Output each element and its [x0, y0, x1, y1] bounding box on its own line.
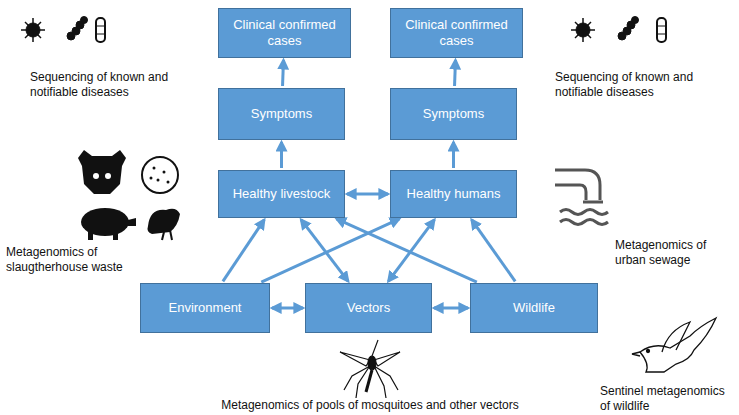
mosquito-icon: [340, 340, 400, 398]
process-box: Clinical confirmed cases: [390, 8, 523, 58]
connector-arrow: [347, 193, 388, 196]
node-text: Symptoms: [245, 106, 318, 122]
process-box: Healthy humans: [390, 170, 517, 218]
connector-arrow: [434, 307, 468, 310]
connector-arrow: [453, 60, 457, 86]
node-text: Wildlife: [507, 300, 561, 316]
connector-arrow: [388, 220, 434, 282]
connector-arrow: [261, 219, 399, 282]
node-text: Clinical confirmed cases: [219, 17, 350, 48]
process-box: Healthy livestock: [218, 170, 345, 218]
process-box: Vectors: [305, 283, 432, 333]
bird-icon: [632, 318, 716, 372]
process-box: Environment: [140, 283, 270, 333]
process-box: Symptoms: [218, 88, 345, 140]
connector-arrow: [272, 307, 303, 310]
node-text: Healthy livestock: [227, 186, 337, 202]
process-box: Wildlife: [470, 283, 598, 333]
annotation-label: Sequencing of known and notifiable disea…: [30, 70, 180, 100]
connector-arrow: [223, 220, 264, 282]
annotation-label: Metagenomics of pools of mosquitoes and …: [160, 398, 580, 413]
annotation-label: Sentinel metagenomics of wildlife: [600, 384, 730, 414]
node-text: Clinical confirmed cases: [391, 17, 522, 48]
process-box: Symptoms: [390, 88, 517, 140]
annotation-label: Metagenomics of urban sewage: [615, 238, 725, 268]
pathogen-icons: [571, 17, 666, 43]
connector-arrow: [280, 142, 283, 168]
connector-arrow: [301, 220, 348, 282]
node-text: Healthy humans: [401, 186, 507, 202]
sewage-icon: [555, 170, 608, 225]
node-text: Symptoms: [417, 106, 490, 122]
connector-arrow: [336, 219, 476, 282]
livestock-icons: [78, 150, 180, 240]
node-text: Environment: [163, 300, 248, 316]
annotation-label: Sequencing of known and notifiable disea…: [555, 70, 705, 100]
node-text: Vectors: [341, 300, 396, 316]
process-box: Clinical confirmed cases: [218, 8, 351, 58]
annotation-label: Metagenomics of slaugtherhouse waste: [6, 245, 156, 275]
pathogen-icons: [21, 17, 105, 43]
connector-arrow: [452, 142, 455, 168]
connector-arrow: [472, 220, 516, 282]
connector-arrow: [281, 60, 285, 86]
